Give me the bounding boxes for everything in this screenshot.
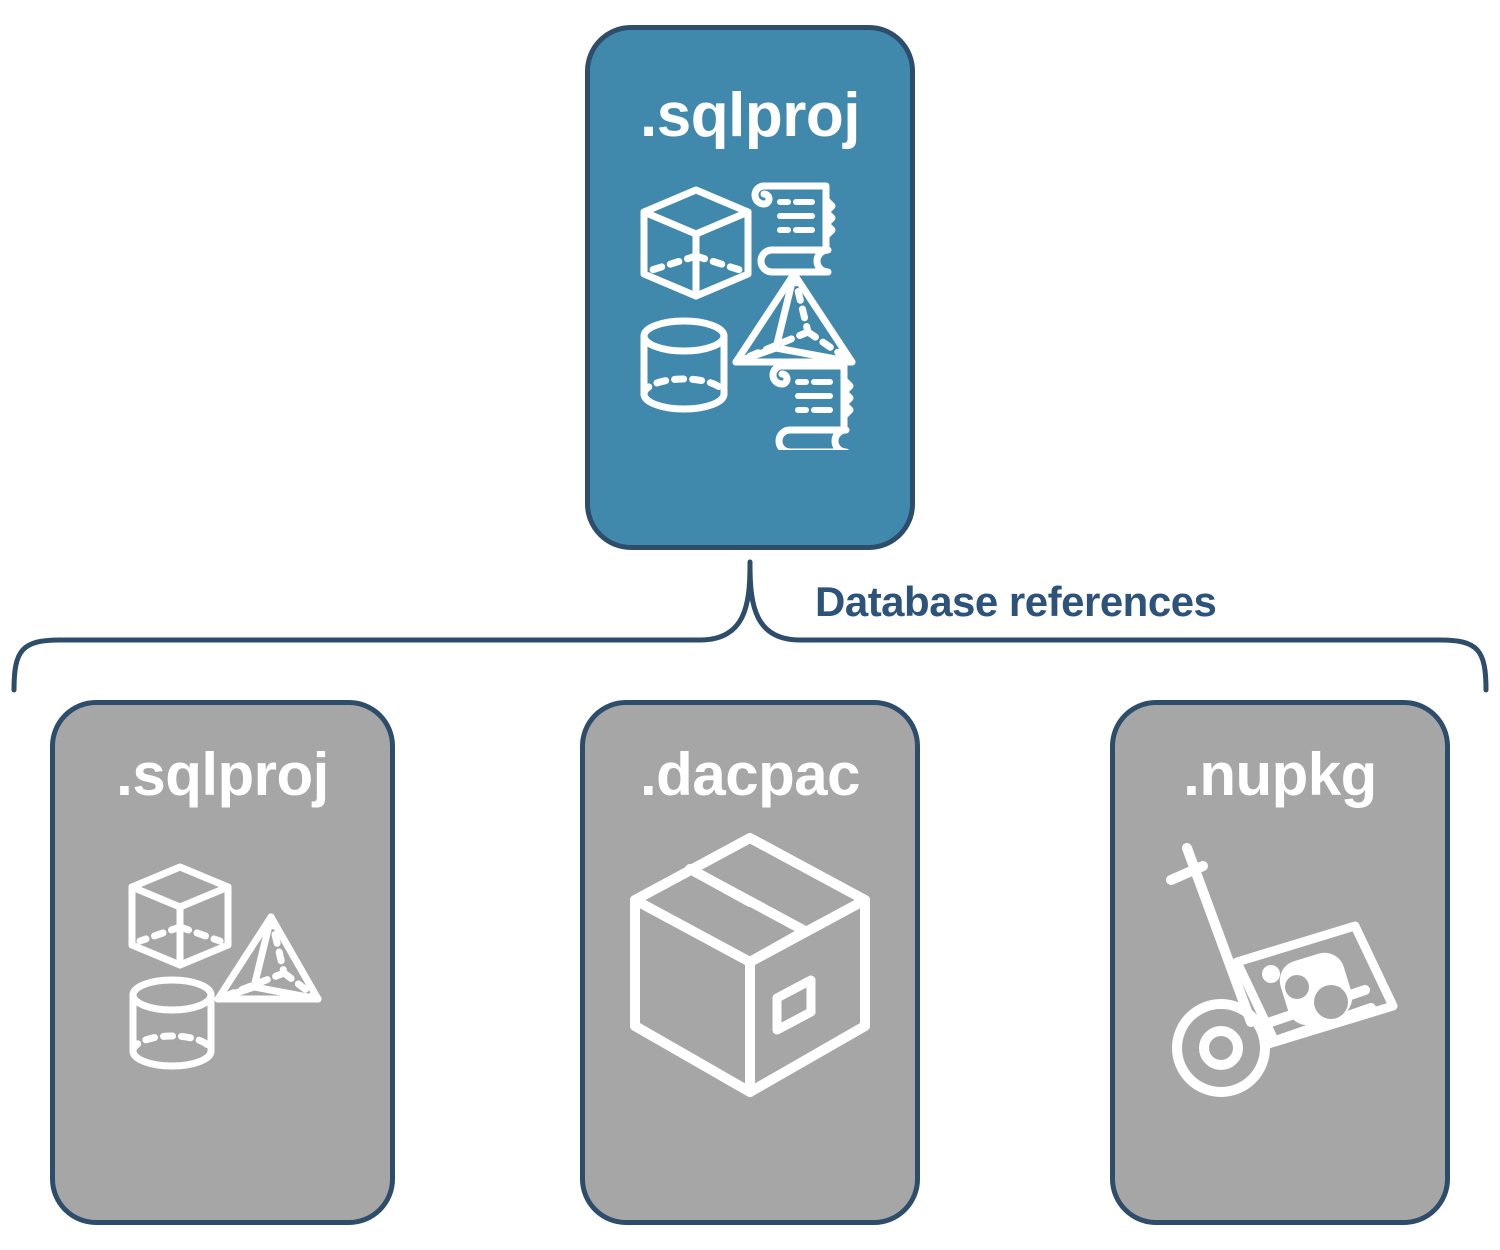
node-icon-group-dacpac — [585, 830, 915, 1100]
node-icon-group-sqlproj — [55, 855, 390, 1085]
node-title-dacpac: .dacpac — [640, 741, 860, 808]
wheel-hub — [1199, 1026, 1243, 1070]
node-title-nupkg: .nupkg — [1183, 741, 1377, 808]
cube-icon — [640, 186, 752, 300]
node-card-nupkg[interactable]: .nupkg — [1110, 700, 1450, 1225]
node-card-dacpac[interactable]: .dacpac — [580, 700, 920, 1225]
wheel-outer — [1172, 999, 1270, 1097]
cube-icon — [128, 863, 231, 969]
node-icon-group-nupkg — [1115, 840, 1445, 1110]
scroll-icon — [751, 182, 836, 276]
nuget-package-icon — [1232, 921, 1398, 1047]
node-card-sqlproj[interactable]: .sqlproj — [50, 700, 395, 1225]
cylinder-icon — [640, 317, 728, 413]
node-card-root-sqlproj[interactable]: .sqlproj — [585, 25, 915, 550]
brace-connector — [11, 559, 1489, 693]
pyramid-icon — [732, 270, 856, 366]
node-title-root-sqlproj: .sqlproj — [640, 81, 860, 150]
pyramid-icon — [214, 913, 321, 1003]
package-box-icon — [630, 833, 870, 1097]
node-title-sqlproj: .sqlproj — [116, 741, 329, 808]
cylinder-icon — [129, 976, 214, 1070]
scroll-icon — [769, 362, 854, 450]
brace-left-arm — [11, 562, 753, 693]
node-icon-group-root — [590, 170, 910, 450]
brace-label-database-references: Database references — [815, 578, 1217, 625]
